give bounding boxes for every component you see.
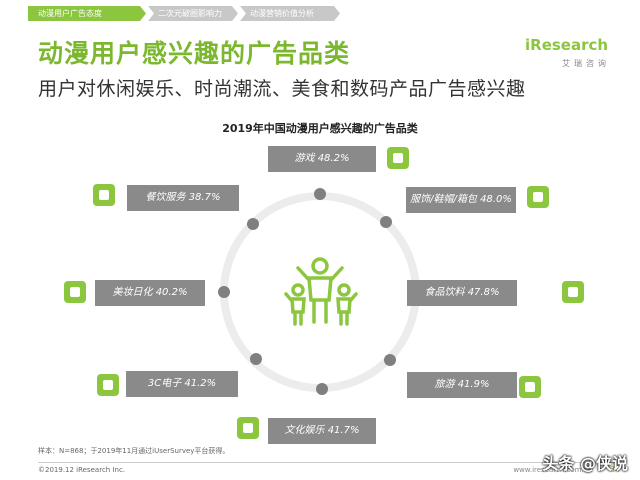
category-label: 餐饮服务 38.7% — [127, 185, 239, 211]
copyright: ©2019.12 iResearch Inc. — [38, 466, 126, 474]
category-dot — [250, 353, 262, 365]
category-dot — [380, 216, 392, 228]
breadcrumb-item-acg-influence[interactable]: 二次元破圈影响力 — [148, 6, 238, 21]
site-url: www.iresearch.com.cn — [513, 466, 592, 474]
lipstick-icon — [64, 281, 86, 303]
category-label: 服饰/鞋帽/箱包 48.0% — [406, 187, 516, 213]
family-icon — [284, 257, 358, 326]
waiter-icon — [93, 184, 115, 206]
category-label: 文化娱乐 41.7% — [268, 418, 376, 444]
logo-sub: 艾瑞咨询 — [562, 59, 610, 68]
watermark: 头条 @侠说 — [542, 454, 628, 473]
category-label: 3C电子 41.2% — [126, 371, 238, 397]
game-controller-icon — [387, 147, 409, 169]
category-label: 游戏 48.2% — [268, 146, 376, 172]
phone-icon — [97, 374, 119, 396]
clothing-bag-icon — [527, 186, 549, 208]
logo-brand: iResearch — [525, 36, 609, 54]
page-subtitle: 用户对休闲娱乐、时尚潮流、美食和数码产品广告感兴趣 — [38, 78, 526, 100]
category-dot — [384, 354, 396, 366]
breadcrumb: 动漫用户广告态度 二次元破圈影响力 动漫营销价值分析 — [28, 6, 342, 21]
breadcrumb-item-marketing-value[interactable]: 动漫营销价值分析 — [240, 6, 340, 21]
clapperboard-icon — [237, 417, 259, 439]
page-number: 34 — [609, 465, 620, 474]
chart-title: 2019年中国动漫用户感兴趣的广告品类 — [222, 122, 418, 135]
footnote: 样本：N=868；于2019年11月通过iUserSurvey平台获得。 — [38, 447, 230, 455]
category-label: 旅游 41.9% — [407, 372, 517, 398]
tower-icon — [519, 376, 541, 398]
iresearch-logo: iResearch 艾瑞咨询 — [525, 36, 610, 76]
bread-icon — [562, 281, 584, 303]
category-dot — [314, 188, 326, 200]
category-label: 食品饮料 47.8% — [407, 280, 517, 306]
footer-divider — [38, 462, 620, 463]
page-title: 动漫用户感兴趣的广告品类 — [38, 39, 351, 68]
category-label: 美妆日化 40.2% — [95, 280, 205, 306]
category-dot — [247, 218, 259, 230]
breadcrumb-item-ad-attitude[interactable]: 动漫用户广告态度 — [28, 6, 146, 21]
category-dot — [218, 286, 230, 298]
category-dot — [316, 383, 328, 395]
